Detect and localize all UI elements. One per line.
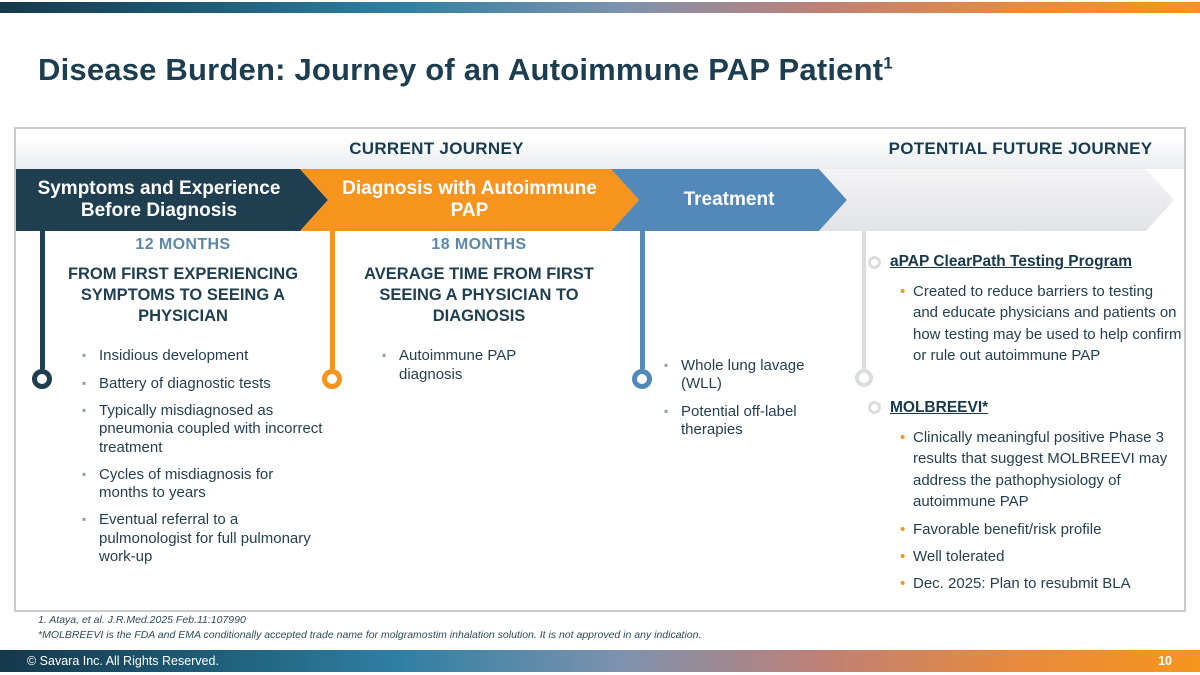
top-accent-bar [0,2,1200,13]
column-diagnosis: 18 MONTHS AVERAGE TIME FROM FIRST SEEING… [344,236,614,393]
footnote-reference: 1. Ataya, et al. J.R.Med.2025 Feb.11:107… [38,614,246,626]
bullet-item: Cycles of misdiagnosis for months to yea… [82,466,326,503]
bullet-item: Eventual referral to a pulmonologist for… [82,511,326,566]
future-journey-header: POTENTIAL FUTURE JOURNEY [888,139,1153,158]
timeline-future [854,231,874,387]
section-clearpath: aPAP ClearPath Testing Program Created t… [868,253,1182,367]
timeline-node-icon [855,369,873,387]
bullet-item: Favorable benefit/risk profile [900,519,1182,541]
bullet-list: Created to reduce barriers to testing an… [900,281,1182,367]
stage-arrow-diagnosis: Diagnosis with Autoimmune PAP [300,169,639,231]
timeline-line [639,231,645,369]
bullet-list: Insidious development Battery of diagnos… [82,347,326,566]
bullet-item: Battery of diagnostic tests [82,375,326,393]
section-heading: aPAP ClearPath Testing Program [868,253,1182,271]
bullet-item: Insidious development [82,347,326,365]
page-title-text: Disease Burden: Journey of an Autoimmune… [38,52,884,87]
timeline-line [39,231,45,369]
timeline-node-icon [32,369,52,389]
bullet-item: Created to reduce barriers to testing an… [900,281,1182,367]
stage-arrow-band: Symptoms and Experience Before Diagnosis… [16,169,1184,231]
column-treatment: Whole lung lavage (WLL) Potential off-la… [656,357,846,448]
section-molbreevi: MOLBREEVI* Clinically meaningful positiv… [868,399,1182,595]
timeline-node-icon [632,369,652,389]
footnotes: 1. Ataya, et al. J.R.Med.2025 Feb.11:107… [38,613,701,643]
stage-arrow-future [819,169,1174,231]
stage-arrow-treatment: Treatment [611,169,847,231]
column-heading: FROM FIRST EXPERIENCING SYMPTOMS TO SEEI… [67,265,299,326]
bullet-item: Autoimmune PAP diagnosis [382,347,557,384]
timeline-line [329,231,335,369]
ring-bullet-icon [868,401,881,415]
duration-label: 12 MONTHS [135,236,231,253]
stage-arrow-symptoms: Symptoms and Experience Before Diagnosis [16,169,328,231]
current-journey-header: CURRENT JOURNEY [349,139,524,158]
footnote-disclaimer: *MOLBREEVI is the FDA and EMA conditiona… [38,629,702,642]
page-title: Disease Burden: Journey of an Autoimmune… [38,52,893,88]
phase-header-row: CURRENT JOURNEY POTENTIAL FUTURE JOURNEY [16,129,1184,169]
section-heading: MOLBREEVI* [868,399,1182,417]
footer-bar: © Savara Inc. All Rights Reserved. 10 [0,650,1200,672]
bullet-item: Dec. 2025: Plan to resubmit BLA [900,573,1182,595]
duration-label: 18 MONTHS [431,236,527,253]
bullet-list: Clinically meaningful positive Phase 3 r… [900,427,1182,596]
column-heading: AVERAGE TIME FROM FIRST SEEING A PHYSICI… [364,265,594,326]
column-symptoms: 12 MONTHS FROM FIRST EXPERIENCING SYMPTO… [40,236,326,575]
page-number: 10 [1158,654,1172,668]
bullet-item: Well tolerated [900,546,1182,568]
bullet-item: Typically misdiagnosed as pneumonia coup… [82,402,326,457]
timeline-line [862,231,866,369]
bullet-item: Whole lung lavage (WLL) [664,357,846,394]
section-heading-text: aPAP ClearPath Testing Program [890,253,1133,270]
copyright-text: © Savara Inc. All Rights Reserved. [27,654,219,668]
bullet-list: Autoimmune PAP diagnosis [382,347,557,384]
bullet-item: Potential off-label therapies [664,403,846,440]
title-superscript: 1 [883,53,893,73]
timeline-treatment [632,231,652,389]
section-heading-text: MOLBREEVI* [890,398,989,416]
bullet-item: Clinically meaningful positive Phase 3 r… [900,427,1182,513]
column-future: aPAP ClearPath Testing Program Created t… [868,253,1182,627]
journey-panel: CURRENT JOURNEY POTENTIAL FUTURE JOURNEY… [14,127,1186,612]
timeline-symptoms [32,231,52,389]
ring-bullet-icon [868,255,881,269]
bullet-list: Whole lung lavage (WLL) Potential off-la… [664,357,846,439]
